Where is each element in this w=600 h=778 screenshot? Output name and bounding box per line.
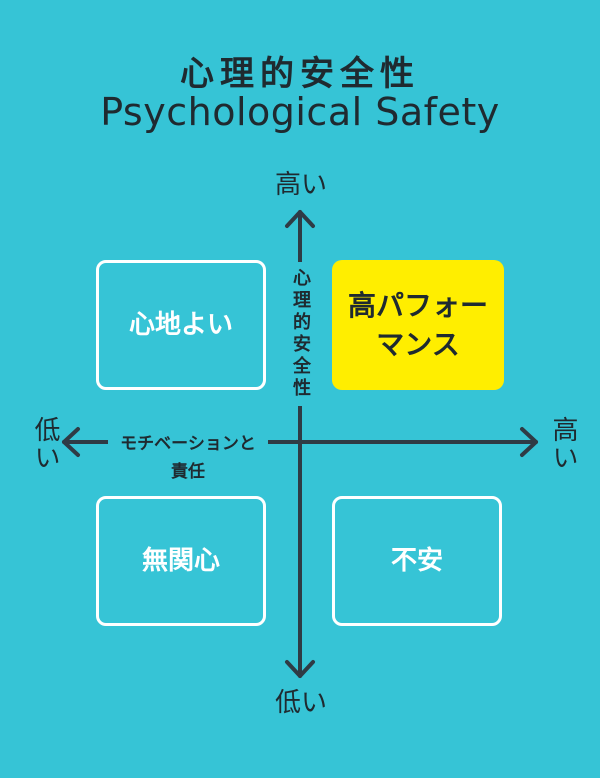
quadrant-high-performance: 高パフォー マンス (332, 260, 504, 390)
vertical-axis-arrow-down (285, 660, 315, 678)
quadrant-anxiety: 不安 (332, 496, 502, 626)
horizontal-axis-high-label: 高い (548, 416, 578, 472)
vertical-axis-arrow-up (285, 210, 315, 228)
quadrant-anxiety-label: 不安 (390, 545, 443, 576)
quadrant-apathy: 無関心 (96, 496, 266, 626)
horizontal-axis-arrow-left (62, 427, 80, 457)
title-english: Psychological Safety (100, 90, 500, 134)
quadrant-comfortable: 心地よい (96, 260, 266, 390)
vertical-axis-high-label: 高い (274, 170, 327, 200)
vertical-axis-name: 心理的安全性 (285, 262, 315, 406)
quadrant-comfortable-label: 心地よい (128, 309, 233, 340)
horizontal-axis-name: モチベーションと責任 (108, 430, 268, 486)
vertical-axis-low-label: 低い (274, 688, 327, 718)
quadrant-apathy-label: 無関心 (141, 545, 220, 576)
quadrant-high-performance-line1: 高パフォー (347, 288, 488, 322)
horizontal-axis-low-label: 低い (30, 416, 60, 472)
title-japanese: 心理的安全性 (180, 54, 420, 94)
quadrant-high-performance-line2: マンス (376, 328, 460, 361)
horizontal-axis-arrow-right (520, 427, 538, 457)
